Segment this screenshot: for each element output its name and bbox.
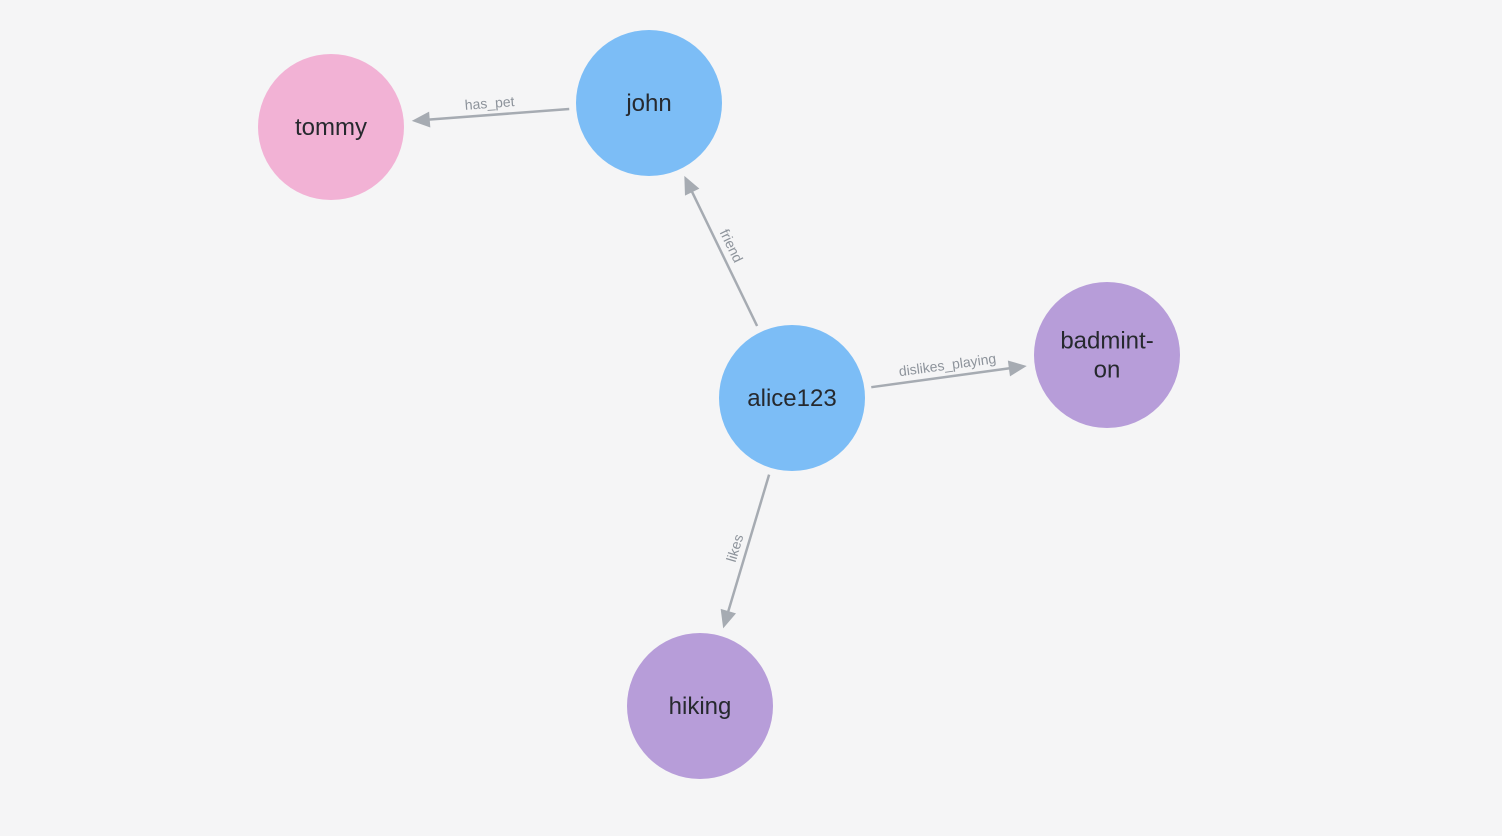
edge-line[interactable]	[688, 185, 759, 327]
edge-line[interactable]	[423, 107, 570, 122]
edge-label: likes	[723, 532, 746, 563]
node-tommy[interactable]: tommy	[258, 54, 404, 200]
edge-arrowhead-icon	[720, 608, 736, 629]
node-john[interactable]: john	[576, 30, 722, 176]
edge-line[interactable]	[725, 474, 771, 618]
node-badminton[interactable]: badmint-on	[1034, 282, 1180, 428]
node-circle-tommy[interactable]	[258, 54, 404, 200]
edge-label: dislikes_playing	[898, 350, 997, 379]
edge-label: has_pet	[464, 93, 515, 113]
edge-arrowhead-icon	[1007, 360, 1027, 377]
node-circle-alice123[interactable]	[719, 325, 865, 471]
edge-line[interactable]	[871, 366, 1016, 389]
edge-arrowhead-icon	[684, 175, 700, 196]
node-circle-badminton[interactable]	[1034, 282, 1180, 428]
edge-arrowhead-icon	[411, 111, 431, 128]
node-circle-john[interactable]	[576, 30, 722, 176]
edge-alice123-badminton[interactable]: dislikes_playing	[871, 350, 1027, 389]
edge-john-tommy[interactable]: has_pet	[411, 93, 570, 128]
node-circle-hiking[interactable]	[627, 633, 773, 779]
node-alice123[interactable]: alice123	[719, 325, 865, 471]
edge-alice123-hiking[interactable]: likes	[720, 474, 771, 629]
edge-alice123-john[interactable]: friend	[684, 175, 759, 327]
edge-label: friend	[717, 226, 747, 265]
node-hiking[interactable]: hiking	[627, 633, 773, 779]
